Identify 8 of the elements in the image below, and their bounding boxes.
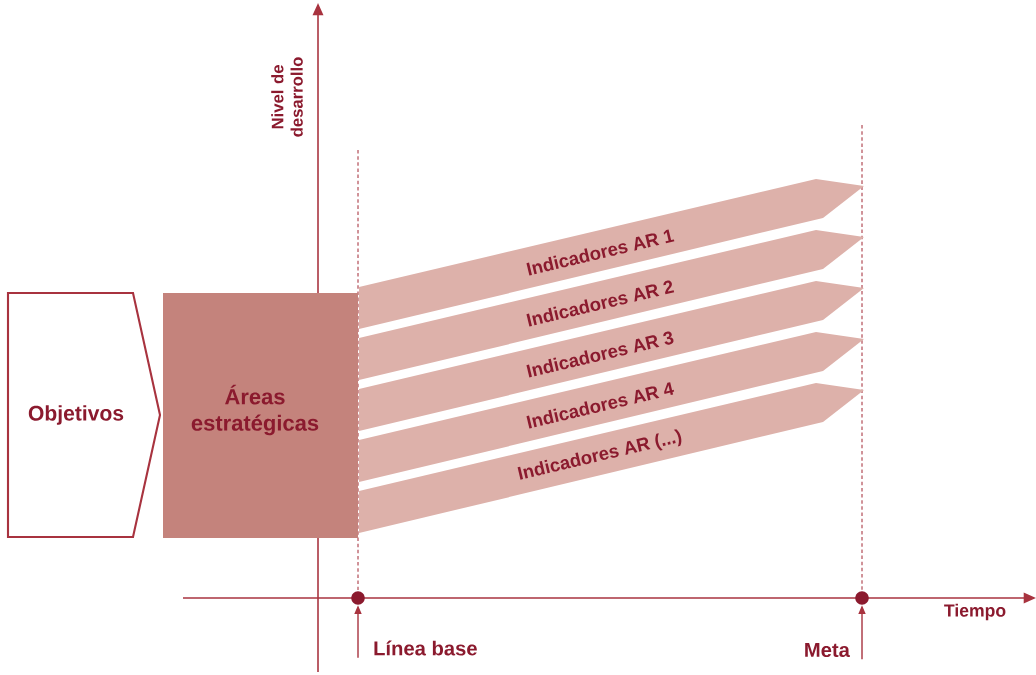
milestone-label: Meta	[805, 642, 850, 658]
chevron-box: Objetivos	[6, 291, 162, 539]
axis-label: Nivel de desarrollo	[271, 57, 303, 137]
axis-label: Tiempo	[944, 603, 1006, 621]
milestone-label: Línea base	[374, 640, 477, 656]
milestone-dot	[855, 591, 869, 605]
milestone-dot	[351, 591, 365, 605]
area-box: Áreas estratégicas	[163, 293, 358, 538]
